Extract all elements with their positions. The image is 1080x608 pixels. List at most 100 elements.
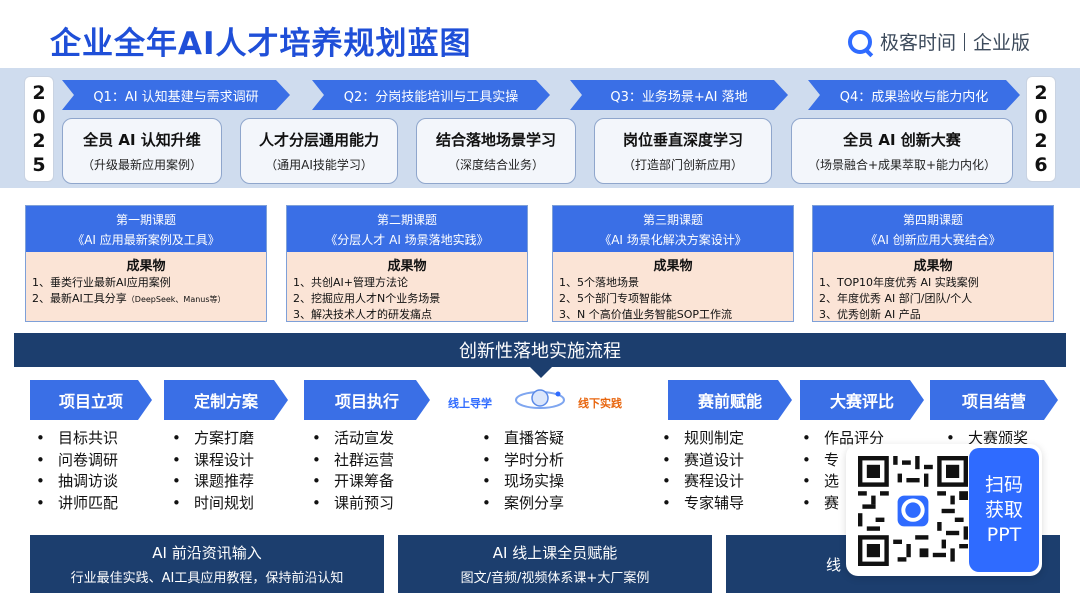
bottom-card-sub: 行业最佳实践、AI工具应用教程，保持前沿认知	[70, 571, 344, 586]
flow-pointer-icon	[529, 366, 553, 378]
course-card-3: 第三期课题 《AI 场景化解决方案设计》 成果物 1、5个落地场景 2、5个部门…	[552, 205, 794, 322]
step-execution: 项目执行	[304, 380, 430, 420]
results-title: 成果物	[387, 259, 427, 274]
list-item: 方案打磨	[172, 428, 254, 450]
brand-edition: 企业版	[972, 32, 1030, 54]
list-item: 大赛颁奖	[946, 428, 1028, 450]
brand-divider	[963, 32, 965, 51]
end-year-digit: 0	[1034, 105, 1048, 128]
qr-code-icon[interactable]	[858, 456, 968, 566]
course-topic: 《AI 场景化解决方案设计》	[599, 232, 747, 247]
qr-cta[interactable]: 扫码 获取 PPT	[969, 448, 1039, 572]
result-item: 2、年度优秀 AI 部门/团队/个人	[819, 292, 973, 305]
list-item: 赛程设计	[662, 471, 744, 493]
list-item: 抽调访谈	[36, 471, 118, 493]
course-topic: 《AI 应用最新案例及工具》	[72, 232, 220, 247]
result-item: 1、垂类行业最新AI应用案例	[32, 276, 171, 289]
online-label: 线上导学	[448, 397, 492, 410]
bottom-card-news: AI 前沿资讯输入 行业最佳实践、AI工具应用教程，保持前沿认知	[30, 535, 384, 593]
bottom-card-online: AI 线上课全员赋能 图文/音频/视频体系课+大厂案例	[398, 535, 712, 593]
list-item: 学时分析	[482, 450, 564, 472]
result-item: 3、N 个高价值业务智能SOP工作流	[559, 308, 732, 321]
quarter-box: 全员 AI 创新大赛 （场景融合+成果萃取+能力内化）	[791, 118, 1013, 184]
quarter-arrow-q3: Q3：业务场景+AI 落地	[570, 80, 788, 110]
quarter-box-title: 结合落地场景学习	[435, 131, 556, 149]
course-period: 第三期课题	[642, 212, 703, 227]
list-item: 案例分享	[482, 493, 564, 515]
bottom-card-sub: 图文/音频/视频体系课+大厂案例	[460, 571, 650, 586]
end-year: 2 0 2 6	[1026, 76, 1056, 182]
step-custom-plan: 定制方案	[164, 380, 288, 420]
list-item: 活动宣发	[312, 428, 394, 450]
result-item: 1、TOP10年度优秀 AI 实践案例	[819, 276, 979, 289]
quarter-box: 结合落地场景学习 （深度结合业务）	[416, 118, 576, 184]
end-year-digit: 2	[1034, 81, 1048, 104]
course-card-2: 第二期课题 《分层人才 AI 场景落地实践》 成果物 1、共创AI+管理方法论 …	[286, 205, 528, 322]
list-item: 目标共识	[36, 428, 118, 450]
end-year-digit: 2	[1034, 129, 1048, 152]
bottom-card-title: 线	[826, 555, 842, 574]
quarter-box-sub: （深度结合业务）	[447, 158, 544, 172]
list-item: 赛	[802, 493, 884, 515]
quarter-box-title: 岗位垂直深度学习	[622, 131, 743, 149]
course-card-4: 第四期课题 《AI 创新应用大赛结合》 成果物 1、TOP10年度优秀 AI 实…	[812, 205, 1054, 322]
list-item: 现场实操	[482, 471, 564, 493]
result-item: 1、5个落地场景	[559, 276, 639, 289]
result-item: 3、解决技术人才的研发痛点	[293, 308, 432, 321]
quarter-arrow-q4: Q4：成果验收与能力内化	[808, 80, 1020, 110]
bottom-card-title: AI 前沿资讯输入	[152, 544, 262, 562]
bullet-list: 目标共识 问卷调研 抽调访谈 讲师匹配	[36, 428, 118, 514]
list-item: 问卷调研	[36, 450, 118, 472]
list-item: 讲师匹配	[36, 493, 118, 515]
flow-title-bar: 创新性落地实施流程	[14, 333, 1066, 367]
result-item-text: 2、最新AI工具分享	[32, 292, 127, 305]
course-card-1: 第一期课题 《AI 应用最新案例及工具》 成果物 1、垂类行业最新AI应用案例 …	[25, 205, 267, 322]
list-item: 规则制定	[662, 428, 744, 450]
step-closing: 项目结营	[930, 380, 1058, 420]
list-item: 直播答疑	[482, 428, 564, 450]
quarter-box-sub: （通用AI技能学习）	[265, 158, 373, 172]
list-item: 专家辅导	[662, 493, 744, 515]
result-item-note: （DeepSeek、Manus等）	[126, 295, 226, 304]
qr-cta-line: 获取	[984, 498, 1023, 521]
step-contest-review: 大赛评比	[800, 380, 924, 420]
result-item: 3、优秀创新 AI 产品	[819, 308, 921, 321]
quarter-box-title: 全员 AI 认知升维	[83, 131, 201, 149]
list-item: 课前预习	[312, 493, 394, 515]
quarter-box-title: 全员 AI 创新大赛	[843, 131, 961, 149]
list-item: 开课筹备	[312, 471, 394, 493]
bullet-list: 活动宣发 社群运营 开课筹备 课前预习	[312, 428, 394, 514]
quarter-arrow-q2: Q2：分岗技能培训与工具实操	[312, 80, 550, 110]
quarter-box: 全员 AI 认知升维 （升级最新应用案例）	[62, 118, 222, 184]
quarter-box: 岗位垂直深度学习 （打造部门创新应用）	[594, 118, 772, 184]
course-results: 成果物 1、垂类行业最新AI应用案例 2、最新AI工具分享（DeepSeek、M…	[26, 252, 266, 321]
results-title: 成果物	[126, 259, 166, 274]
quarter-box-sub: （打造部门创新应用）	[622, 158, 743, 172]
list-item: 社群运营	[312, 450, 394, 472]
course-period: 第一期课题	[115, 212, 176, 227]
course-period: 第四期课题	[902, 212, 963, 227]
brand-logo-icon	[847, 29, 872, 54]
start-year-digit: 5	[32, 153, 46, 176]
bullet-list: 规则制定 赛道设计 赛程设计 专家辅导	[662, 428, 744, 514]
start-year-digit: 0	[32, 105, 46, 128]
start-year: 2 0 2 5	[24, 76, 54, 182]
course-results: 成果物 1、TOP10年度优秀 AI 实践案例 2、年度优秀 AI 部门/团队/…	[813, 252, 1053, 321]
list-item: 课程设计	[172, 450, 254, 472]
step-pre-contest: 赛前赋能	[668, 380, 792, 420]
orbit-icon	[515, 389, 565, 409]
course-results: 成果物 1、5个落地场景 2、5个部门专项智能体 3、N 个高价值业务智能SOP…	[553, 252, 793, 321]
result-item: 1、共创AI+管理方法论	[293, 276, 408, 289]
quarter-box: 人才分层通用能力 （通用AI技能学习）	[240, 118, 398, 184]
course-header: 第二期课题 《分层人才 AI 场景落地实践》	[287, 206, 527, 252]
quarter-box-sub: （场景融合+成果萃取+能力内化）	[807, 158, 997, 172]
start-year-digit: 2	[32, 81, 46, 104]
course-header: 第三期课题 《AI 场景化解决方案设计》	[553, 206, 793, 252]
bottom-card-title: AI 线上课全员赋能	[492, 544, 618, 562]
bullet-list: 方案打磨 课程设计 课题推荐 时间规划	[172, 428, 254, 514]
quarter-box-title: 人才分层通用能力	[258, 131, 379, 149]
bullet-list: 直播答疑 学时分析 现场实操 案例分享	[482, 428, 564, 514]
result-item: 2、5个部门专项智能体	[559, 292, 672, 305]
list-item: 时间规划	[172, 493, 254, 515]
step-project-kickoff: 项目立项	[30, 380, 152, 420]
